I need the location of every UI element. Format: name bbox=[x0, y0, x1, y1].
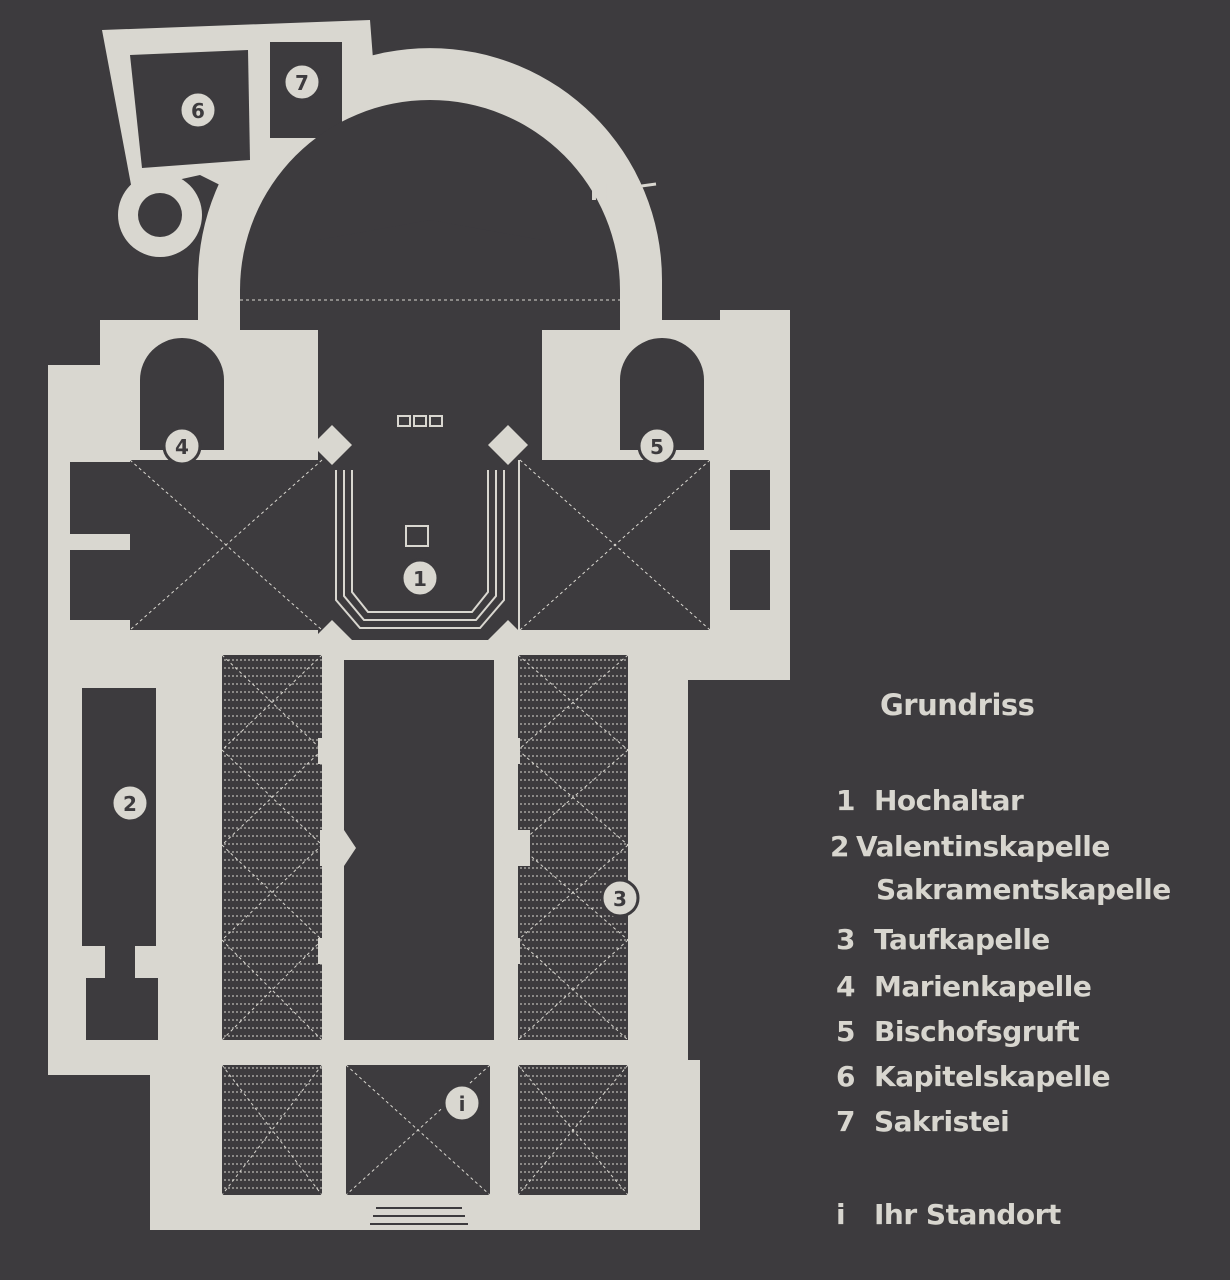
svg-text:6: 6 bbox=[191, 99, 205, 123]
svg-text:i: i bbox=[459, 1092, 466, 1116]
marker-7: 7 bbox=[282, 62, 322, 102]
marker-1: 1 bbox=[400, 558, 440, 598]
marker-3: 3 bbox=[600, 878, 640, 918]
svg-text:2: 2 bbox=[123, 792, 137, 816]
marker-2: 2 bbox=[110, 783, 150, 823]
north-arrow-icon bbox=[611, 177, 657, 199]
marker-5: 5 bbox=[637, 426, 677, 466]
svg-text:5: 5 bbox=[650, 435, 664, 459]
svg-text:3: 3 bbox=[613, 887, 627, 911]
marker-6: 6 bbox=[178, 90, 218, 130]
legend-item: Sakramentskapelle bbox=[876, 873, 1171, 906]
pillars bbox=[312, 425, 530, 1230]
legend-title: Grundriss bbox=[880, 688, 1035, 722]
svg-text:1: 1 bbox=[413, 567, 427, 591]
svg-text:7: 7 bbox=[295, 71, 309, 95]
marker-4: 4 bbox=[162, 426, 202, 466]
marker-you-are-here: i bbox=[442, 1083, 482, 1123]
choir-stalls bbox=[335, 415, 505, 629]
svg-text:4: 4 bbox=[175, 435, 189, 459]
compass-label: N bbox=[590, 181, 608, 206]
plan-aisles bbox=[129, 299, 711, 1196]
